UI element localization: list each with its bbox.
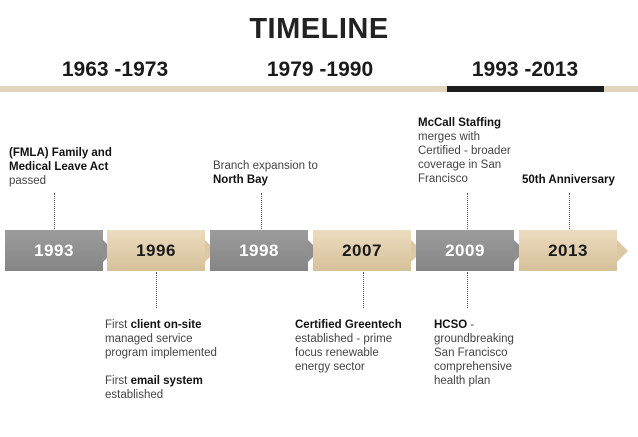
note-text: First <box>105 375 131 387</box>
note-text: - groundbreaking San Francisco comprehen… <box>434 319 514 387</box>
note-text: established <box>105 389 164 401</box>
connector <box>363 272 364 308</box>
note-text: First <box>105 319 131 331</box>
note-bold: Certified Greentech <box>295 319 402 331</box>
note-bold: HCSO <box>434 319 468 331</box>
note-text: managed service program implemented <box>105 333 217 359</box>
note-1996: First client on-site managed service pro… <box>105 318 235 402</box>
note-2009-merger: McCall Staffing merges with Certified - … <box>418 116 518 186</box>
era-band <box>0 86 638 92</box>
note-2009-hcso: HCSO - groundbreaking San Francisco comp… <box>434 318 534 388</box>
page-title: TIMELINE <box>249 13 389 45</box>
step-year: 1998 <box>239 240 279 260</box>
step-year: 1993 <box>34 240 74 260</box>
connector <box>156 272 157 308</box>
note-2007: Certified Greentech established - prime … <box>295 318 415 374</box>
step-2013: 2013 <box>519 230 617 271</box>
era-label-1: 1963 -1973 <box>61 58 169 81</box>
connector <box>261 193 262 229</box>
step-year: 2007 <box>342 240 382 260</box>
step-year: 2013 <box>548 240 588 260</box>
connector <box>569 193 570 229</box>
note-bold: email system <box>130 375 203 387</box>
step-year: 2009 <box>445 240 485 260</box>
step-2009: 2009 <box>416 230 514 271</box>
note-bold: client on-site <box>130 319 202 331</box>
step-2007: 2007 <box>313 230 411 271</box>
note-1993: (FMLA) Family and Medical Leave Act pass… <box>9 146 134 188</box>
note-bold: (FMLA) Family and Medical Leave Act <box>9 147 112 173</box>
era-label-3: 1993 -2013 <box>471 58 579 81</box>
note-bold: McCall Staffing <box>418 117 502 129</box>
step-1998: 1998 <box>210 230 308 271</box>
step-year: 1996 <box>136 240 176 260</box>
connector <box>467 193 468 229</box>
era-band-active <box>447 86 604 92</box>
connector <box>54 193 55 229</box>
note-text: Branch expansion to <box>213 160 318 172</box>
step-arrow <box>617 240 628 262</box>
note-bold: North Bay <box>213 174 268 186</box>
era-label-2: 1979 -1990 <box>266 58 374 81</box>
note-text: established - prime focus renewable ener… <box>295 333 393 373</box>
note-2013: 50th Anniversary <box>522 173 632 187</box>
note-text: merges with Certified - broader coverage… <box>418 131 511 185</box>
connector <box>467 272 468 308</box>
note-text: passed <box>9 175 47 187</box>
step-1996: 1996 <box>107 230 205 271</box>
note-1998: Branch expansion to North Bay <box>213 159 323 187</box>
note-bold: 50th Anniversary <box>522 174 615 186</box>
step-1993: 1993 <box>5 230 103 271</box>
